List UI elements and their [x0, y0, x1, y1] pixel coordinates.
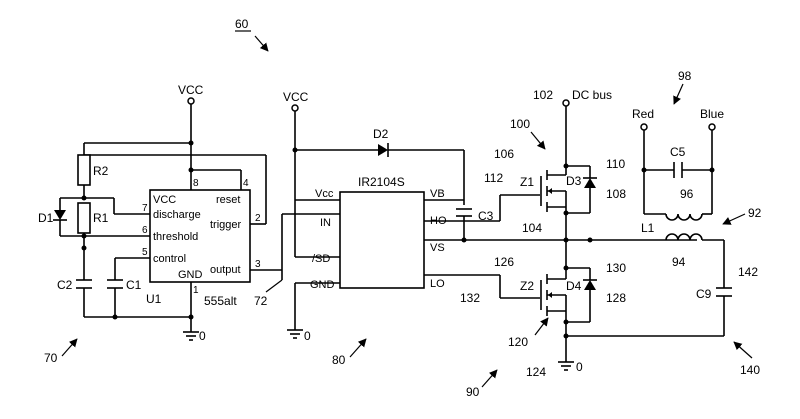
ref-124: 124 [526, 365, 546, 379]
ref-126: 126 [494, 255, 514, 269]
timer-pin-threshold: threshold [153, 231, 198, 243]
ref-72: 72 [254, 294, 268, 308]
labels: 60 70 80 90 98 100 120 102 104 106 110 1… [38, 17, 762, 399]
diode-d3 [584, 178, 596, 188]
timer-pin-num-1: 1 [193, 285, 199, 296]
ref-104: 104 [522, 221, 542, 235]
vcc-terminal-2 [291, 104, 299, 112]
driver-section [287, 104, 697, 339]
vcc-label-1: VCC [178, 83, 204, 97]
timer-section [53, 97, 340, 341]
diode-d2 [378, 144, 388, 156]
blue-terminal [708, 123, 716, 131]
diode-d4 [584, 280, 596, 290]
dc-bus-label: DC bus [572, 88, 612, 102]
driver-pin-gnd: GND [310, 279, 335, 291]
timer-pin-num-8: 8 [193, 178, 199, 189]
timer-pin-discharge: discharge [153, 209, 201, 221]
ref-90: 90 [466, 385, 480, 399]
driver-ir2104s-body [339, 191, 425, 289]
driver-pin-sd: /SD [312, 253, 330, 265]
timer-pin-num-7: 7 [142, 203, 148, 214]
ref-130: 130 [606, 261, 626, 275]
ref-80: 80 [332, 353, 346, 367]
driver-pin-vcc: Vcc [315, 188, 334, 200]
ref-92: 92 [748, 206, 762, 220]
timer-pin-control: control [153, 253, 186, 265]
ref-70: 70 [44, 351, 58, 365]
red-label: Red [632, 107, 654, 121]
ref-100: 100 [510, 117, 530, 131]
driver-pin-ho: HO [430, 215, 447, 227]
r1-label: R1 [93, 211, 109, 225]
timer-pin-trigger: trigger [210, 219, 242, 231]
vcc-label-2: VCC [283, 90, 309, 104]
ref-120: 120 [508, 335, 528, 349]
dc-bus-terminal [562, 99, 570, 107]
ref-128: 128 [606, 291, 626, 305]
c2-label: C2 [57, 278, 73, 292]
ref-106: 106 [494, 147, 514, 161]
ref-110: 110 [606, 157, 625, 171]
resistor-r2 [77, 154, 91, 186]
gnd-label-3: 0 [576, 360, 583, 374]
ref-60: 60 [235, 17, 249, 31]
ref-132: 132 [460, 291, 480, 305]
driver-pin-vb: VB [430, 188, 445, 200]
driver-pin-lo: LO [430, 278, 445, 290]
d2-label: D2 [373, 127, 389, 141]
timer-pin-num-3: 3 [255, 259, 261, 270]
timer-pin-gnd: GND [178, 269, 203, 281]
timer-pin-reset: reset [216, 194, 240, 206]
r2-label: R2 [93, 164, 109, 178]
gnd-label-1: 0 [199, 329, 206, 343]
d1-label: D1 [38, 211, 54, 225]
c5-label: C5 [670, 145, 686, 159]
z1-label: Z1 [520, 175, 534, 189]
timer-pin-num-2: 2 [255, 213, 261, 224]
resistor-r1 [77, 202, 91, 234]
timer-pin-output: output [210, 264, 241, 276]
d3-label: D3 [566, 174, 582, 188]
ref-108: 108 [606, 187, 626, 201]
blue-label: Blue [700, 107, 724, 121]
ref-112: 112 [484, 171, 503, 185]
ref-96: 96 [680, 187, 694, 201]
inductor-96 [665, 213, 703, 221]
u1-label: U1 [146, 292, 162, 306]
d4-label: D4 [566, 279, 582, 293]
c1-label: C1 [126, 278, 142, 292]
timer-pin-vcc: VCC [153, 194, 176, 206]
z2-label: Z2 [520, 279, 534, 293]
power-stage [540, 99, 724, 371]
inductor-l1 [665, 233, 703, 241]
l1-label: L1 [641, 221, 655, 235]
c3-label: C3 [478, 209, 494, 223]
driver-pin-in: IN [320, 217, 331, 229]
timer-pin-num-4: 4 [243, 178, 249, 189]
diode-d1 [54, 210, 66, 220]
c9-label: C9 [696, 287, 712, 301]
ref-94: 94 [672, 255, 686, 269]
gnd-label-2: 0 [304, 329, 311, 343]
vcc-terminal-1 [187, 97, 195, 105]
timer-pin-num-5: 5 [142, 247, 148, 258]
red-terminal [640, 123, 648, 131]
driver-pin-vs: VS [430, 242, 445, 254]
timer-part-label: 555alt [204, 294, 237, 308]
ref-98: 98 [678, 69, 692, 83]
timer-pin-num-6: 6 [142, 225, 148, 236]
driver-part-label: IR2104S [358, 175, 405, 189]
ref-142: 142 [738, 265, 758, 279]
timer-u1-body [149, 189, 251, 283]
reference-arrows [61, 35, 753, 388]
output-coupler [640, 123, 732, 336]
ref-102: 102 [533, 88, 553, 102]
ref-140: 140 [740, 363, 760, 377]
